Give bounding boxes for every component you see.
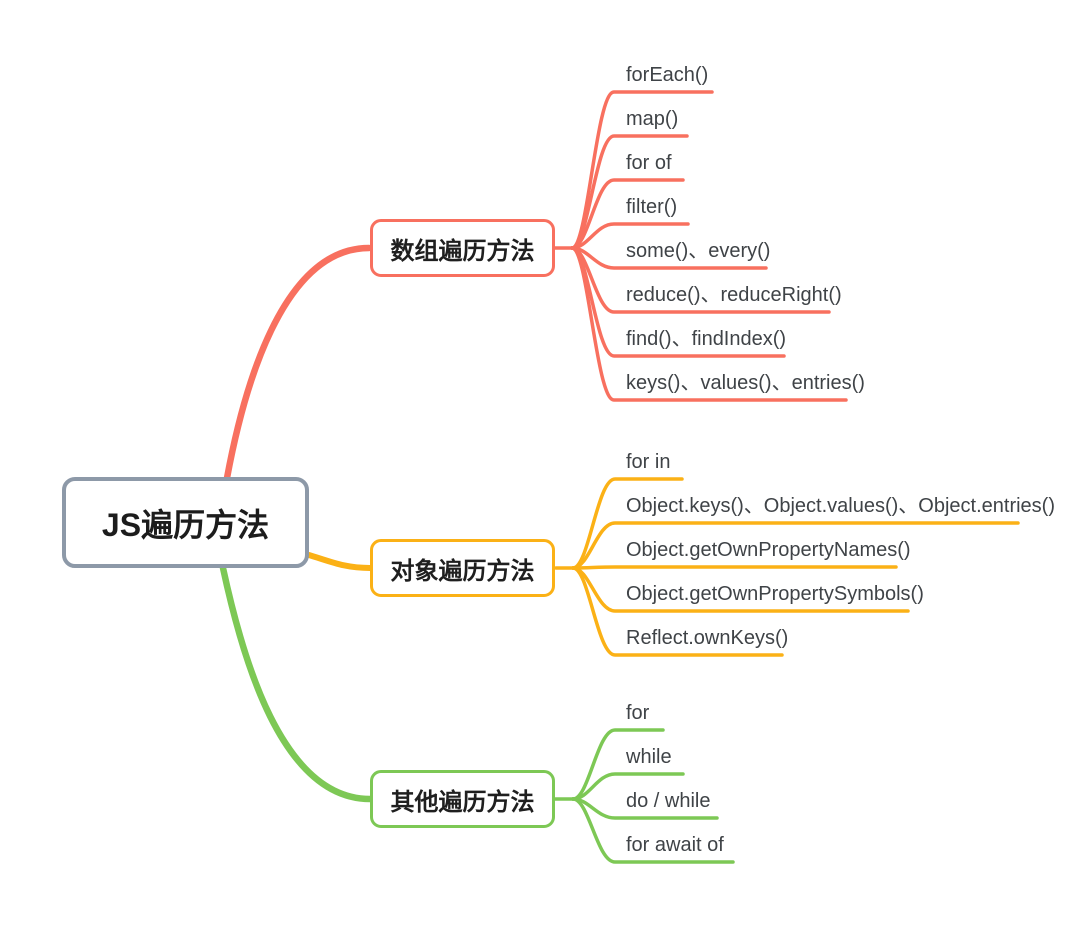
branch-other-traversal[interactable]: 其他遍历方法 bbox=[370, 770, 555, 828]
edge-array-forof bbox=[570, 178, 685, 250]
branch-array-traversal[interactable]: 数组遍历方法 bbox=[370, 219, 555, 277]
leaf-topic[interactable]: some()、every() bbox=[626, 240, 771, 262]
leaf-topic[interactable]: keys()、values()、entries() bbox=[626, 372, 865, 394]
leaf-topic[interactable]: find()、findIndex() bbox=[626, 328, 787, 350]
edge-array-keys-values-entries bbox=[570, 246, 848, 402]
leaf-topic[interactable]: filter() bbox=[626, 196, 678, 218]
leaf-topic[interactable]: reduce()、reduceRight() bbox=[626, 284, 842, 306]
edge-root-to-other-branch bbox=[219, 564, 374, 803]
leaf-topic[interactable]: for in bbox=[626, 451, 671, 473]
root-topic[interactable]: JS遍历方法 bbox=[62, 477, 309, 568]
edge-root-to-array-branch bbox=[223, 244, 373, 482]
leaf-topic[interactable]: for of bbox=[626, 152, 672, 174]
leaf-topic[interactable]: Reflect.ownKeys() bbox=[626, 627, 789, 649]
leaf-topic[interactable]: Object.getOwnPropertySymbols() bbox=[626, 583, 924, 605]
leaf-topic[interactable]: for bbox=[626, 702, 650, 724]
edge-other-forawaitof bbox=[571, 797, 735, 864]
root-topic-label: JS遍历方法 bbox=[101, 506, 270, 543]
branch-array-label: 数组遍历方法 bbox=[390, 237, 535, 265]
branch-object-label: 对象遍历方法 bbox=[390, 557, 535, 585]
leaf-topic[interactable]: Object.keys()、Object.values()、Object.ent… bbox=[626, 495, 1056, 517]
edge-object-forin bbox=[571, 477, 684, 570]
branch-other-label: 其他遍历方法 bbox=[390, 788, 535, 816]
leaf-topic[interactable]: for await of bbox=[626, 834, 724, 856]
leaf-topic[interactable]: Object.getOwnPropertyNames() bbox=[626, 539, 911, 561]
edge-object-getownpropertynames bbox=[571, 565, 898, 570]
leaf-topic[interactable]: while bbox=[626, 746, 672, 768]
branch-object-traversal[interactable]: 对象遍历方法 bbox=[370, 539, 555, 597]
edge-other-for bbox=[571, 728, 665, 801]
edge-object-reflect-ownkeys bbox=[571, 566, 784, 657]
leaf-topic[interactable]: map() bbox=[626, 108, 679, 130]
edge-root-to-object-branch bbox=[306, 552, 373, 571]
leaf-topic[interactable]: forEach() bbox=[626, 64, 709, 86]
leaf-topic[interactable]: do / while bbox=[626, 790, 711, 812]
